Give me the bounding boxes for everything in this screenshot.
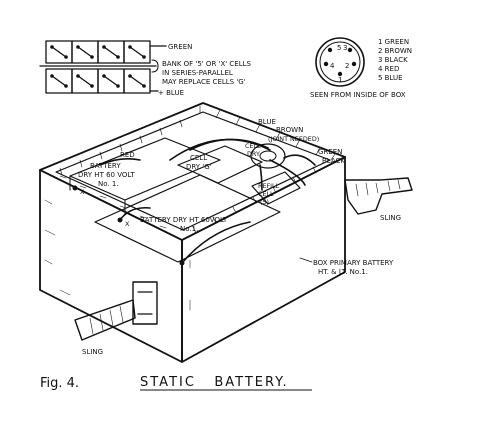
wire-black — [269, 159, 306, 186]
box-label-line-1: BOX PRIMARY BATTERY — [313, 259, 394, 267]
cell-dry-label-2: DRY — [247, 150, 260, 158]
wire-brown-label: BROWN — [276, 126, 303, 134]
bank-note-line-2: IN SERIES-PARALLEL — [162, 69, 233, 77]
socket-pin-1-label: 1 — [338, 76, 342, 84]
socket-inner-ring — [319, 41, 361, 83]
wire-red — [99, 158, 141, 166]
socket-pins — [323, 47, 357, 77]
sling-left: SLING — [74, 281, 158, 356]
wire-brown — [169, 138, 271, 161]
cell-g-label-2: DRY 'G' — [186, 163, 212, 171]
sling-left-strap — [74, 299, 136, 341]
battery-box: RED BATTERY DRY HT 60 VOLT No. 1. BATTER… — [39, 102, 394, 363]
ht-battery-front-label-2: No.1. — [180, 225, 198, 233]
ht-battery-back-top — [69, 137, 221, 201]
sling-left-hatching — [89, 305, 124, 335]
box-shading — [44, 199, 191, 311]
wire-black-label: BLACK — [322, 157, 345, 165]
figure-title: STATIC BATTERY. — [140, 375, 289, 390]
wire-brown-note: (JOINT NEEDED) — [268, 135, 319, 143]
box-wall-hatching — [59, 105, 336, 234]
bank-note-line-1: BANK OF '5' OR 'X' CELLS — [162, 60, 252, 68]
socket-pin-4-label: 4 — [330, 62, 335, 70]
ht-battery-back-label-1: BATTERY — [90, 162, 121, 170]
box-label-line-2: HT. & LT. No.1. — [318, 268, 368, 276]
wire-terminal-front-right — [181, 221, 251, 264]
sling-right-label: SLING — [380, 214, 401, 222]
sling-left-bracket-detail — [137, 291, 153, 315]
bank-green-label: GREEN — [168, 43, 192, 51]
socket-pin-5-label: 5 — [337, 44, 341, 52]
cell-dry-cylinder — [250, 143, 286, 169]
box-left-face — [39, 169, 183, 363]
cell-bank-brace — [151, 59, 159, 73]
socket-legend-3: 3 BLACK — [378, 56, 408, 64]
cell-dry-top — [259, 150, 277, 162]
socket-caption: SEEN FROM INSIDE OF BOX — [310, 91, 406, 99]
wire-green-label: GREEN — [318, 148, 342, 156]
ht-battery-back-label-3: No. 1. — [98, 180, 119, 188]
cell-dry-label-1: CELL — [245, 142, 261, 150]
terminal-x-label-1: X — [80, 188, 85, 196]
cell-refill-label-1: CELL — [258, 190, 274, 198]
wire-terminals — [72, 185, 185, 266]
bank-blue-label: + BLUE — [158, 89, 184, 97]
ht-battery-back-side — [69, 175, 126, 215]
figure-number: Fig. 4. — [40, 376, 79, 391]
socket-legend-4: 4 RED — [378, 65, 399, 73]
box-right-face — [181, 156, 346, 363]
wire-green — [283, 154, 316, 166]
sling-left-bracket — [132, 281, 158, 325]
socket-pin-3-label: 3 — [343, 44, 347, 52]
socket-pin-2-label: 2 — [345, 62, 349, 70]
socket-inset: 5 3 4 2 1 SEEN FROM INSIDE OF BOX 1 GREE… — [310, 37, 412, 99]
ht-battery-front-top — [94, 174, 281, 263]
box-inner-rim — [55, 111, 331, 231]
ht-battery-back-label-2: DRY HT 60 VOLT — [78, 171, 135, 179]
bank-note-line-3: MAY REPLACE CELLS 'G' — [162, 78, 246, 86]
cell-g-label-1: CELL — [190, 154, 207, 162]
box-label-leader — [299, 257, 313, 263]
sling-left-label: SLING — [82, 348, 103, 356]
sling-right-hatching — [355, 179, 401, 197]
wiring — [99, 138, 316, 264]
cell-bank-inset: GREEN BANK OF '5' OR 'X' CELLS IN SERIES… — [39, 40, 252, 97]
wire-blue-label: BLUE — [258, 118, 276, 126]
socket-legend-5: 5 BLUE — [378, 74, 403, 82]
cell-refill-top — [251, 171, 301, 205]
wire-refill — [259, 164, 263, 191]
cell-refill-label-2: REFILL — [258, 182, 280, 190]
cell-g-top — [177, 145, 263, 184]
sling-right: SLING — [344, 177, 413, 222]
ht-battery-front-label-1: BATTERY DRY HT 60VOLT — [140, 216, 228, 224]
sling-right-strap — [344, 177, 413, 215]
terminal-x-label-2: X — [125, 220, 130, 228]
socket-legend-2: 2 BROWN — [378, 47, 412, 55]
socket-outline — [315, 37, 365, 87]
wire-terminal-front — [119, 206, 151, 221]
cell-refill-label-3: (S) — [260, 198, 269, 206]
cell-bank-terminals — [50, 45, 146, 88]
socket-legend-1: 1 GREEN — [378, 38, 409, 46]
cell-bank-grid — [39, 40, 167, 94]
wire-red-label: RED — [120, 151, 135, 159]
